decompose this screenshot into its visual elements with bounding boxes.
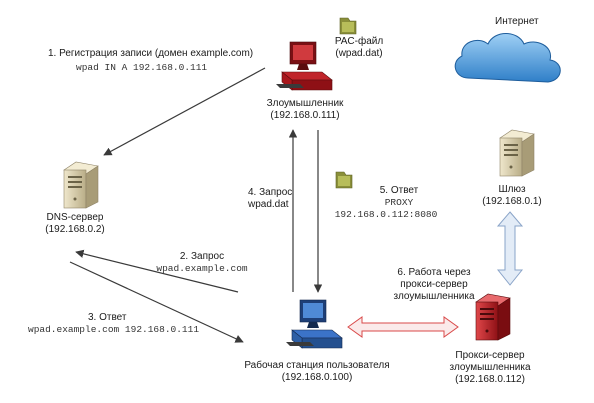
step4-title: 4. Запрос xyxy=(248,187,293,198)
step1-title: 1. Регистрация записи (домен example.com… xyxy=(48,48,254,59)
attacker-computer-icon xyxy=(276,41,333,91)
double-arrow-workstation-proxy xyxy=(347,316,459,338)
step2-label: 2. Запрос wpad.example.com xyxy=(150,251,254,275)
arrow-step3-response xyxy=(69,261,244,343)
workstation-computer-icon xyxy=(286,299,343,349)
arrow-step1-registration xyxy=(103,67,266,156)
response-folder-icon xyxy=(335,171,353,189)
dns-server-icon xyxy=(63,161,99,209)
step5-title: 5. Ответ xyxy=(379,185,419,196)
dns-server-ip: (192.168.0.2) xyxy=(45,224,105,235)
proxy-server-ip: (192.168.0.112) xyxy=(455,374,525,385)
workstation-ip: (192.168.0.100) xyxy=(281,372,353,383)
step3-label: 3. Ответ wpad.example.com 192.168.0.111 xyxy=(28,312,199,336)
step1-code: wpad IN A 192.168.0.111 xyxy=(76,62,208,73)
step2-title: 2. Запрос xyxy=(179,251,225,262)
gateway-ip: (192.168.0.1) xyxy=(482,196,542,207)
step1-label: 1. Регистрация записи (домен example.com… xyxy=(48,48,253,74)
dns-server-name: DNS-сервер xyxy=(46,212,104,223)
proxy-server-icon xyxy=(475,293,511,341)
proxy-server-owner: злоумышленника xyxy=(449,362,531,373)
attacker-label: Злоумышленник (192.168.0.111) xyxy=(250,98,360,122)
proxy-server-name: Прокси-сервер xyxy=(455,350,525,361)
step5-label: 5. Ответ PROXY 192.168.0.112:8080 xyxy=(330,185,442,221)
step3-code: wpad.example.com 192.168.0.111 xyxy=(28,324,200,335)
step2-code: wpad.example.com xyxy=(156,263,248,274)
pac-folder-icon xyxy=(339,17,357,35)
step3-title: 3. Ответ xyxy=(88,312,127,323)
attacker-name: Злоумышленник xyxy=(266,98,344,109)
dns-server-label: DNS-сервер (192.168.0.2) xyxy=(30,212,120,236)
internet-cloud-icon xyxy=(454,33,561,83)
pac-file-label: PAC-файл (wpad.dat) xyxy=(325,36,393,60)
step6-line3: злоумышленника xyxy=(393,291,475,302)
arrow-step2-request xyxy=(75,249,239,293)
pac-file-filename: (wpad.dat) xyxy=(335,48,383,59)
step6-line1: 6. Работа через xyxy=(397,267,471,278)
pac-file-name: PAC-файл xyxy=(334,36,384,47)
proxy-server-label: Прокси-сервер злоумышленника (192.168.0.… xyxy=(440,350,540,386)
double-arrow-gateway-proxy xyxy=(496,211,524,286)
attacker-ip: (192.168.0.111) xyxy=(270,110,340,121)
gateway-label: Шлюз (192.168.0.1) xyxy=(480,184,544,208)
step4-code: wpad.dat xyxy=(248,199,289,210)
workstation-name: Рабочая станция пользователя xyxy=(244,360,390,371)
step5-code-address: 192.168.0.112:8080 xyxy=(334,209,438,220)
internet-label: Интернет xyxy=(495,16,539,27)
step6-line2: прокси-сервер xyxy=(400,279,468,290)
gateway-server-icon xyxy=(499,129,535,177)
workstation-label: Рабочая станция пользователя (192.168.0.… xyxy=(232,360,402,384)
gateway-name: Шлюз xyxy=(498,184,526,195)
step5-code-proxy: PROXY xyxy=(384,197,414,208)
step6-label: 6. Работа через прокси-сервер злоумышлен… xyxy=(380,267,488,303)
step4-label: 4. Запрос wpad.dat xyxy=(248,187,292,211)
